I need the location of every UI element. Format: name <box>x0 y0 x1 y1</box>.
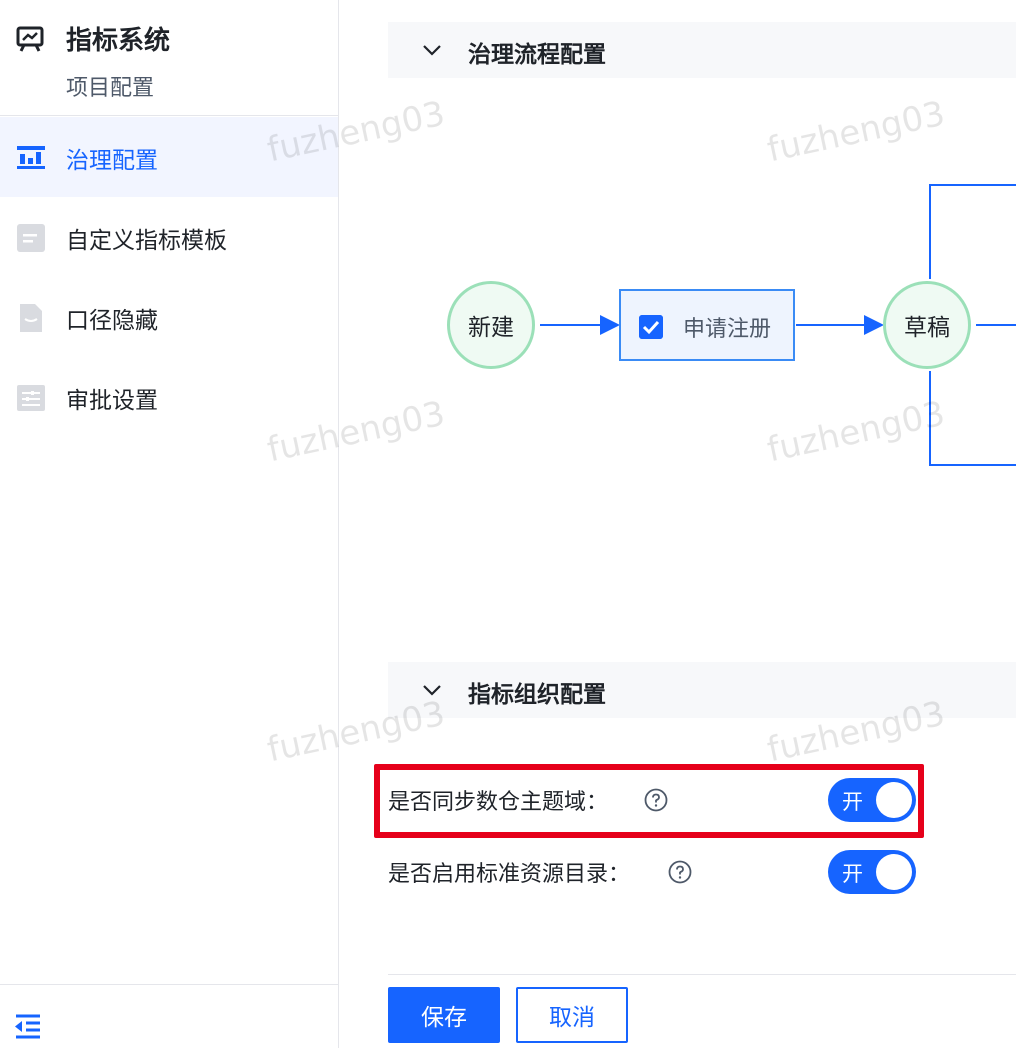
save-button[interactable]: 保存 <box>388 987 500 1043</box>
checkbox-checked-icon[interactable] <box>639 315 663 339</box>
sliders-icon <box>17 385 45 411</box>
setting-sync-theme-domain: 是否同步数仓主题域： 开 <box>388 774 928 826</box>
footer-divider <box>388 974 1016 975</box>
section-org-header[interactable]: 指标组织配置 <box>388 662 1016 718</box>
sidebar-footer-divider <box>0 984 338 985</box>
metrics-logo-icon <box>16 26 44 52</box>
sidebar-item-label: 口径隐藏 <box>66 308 158 334</box>
template-doc-icon <box>17 224 45 252</box>
sidebar-item-governance[interactable]: 治理配置 <box>0 117 338 197</box>
toggle-text: 开 <box>842 862 863 886</box>
flow-node-new[interactable]: 新建 <box>447 281 535 369</box>
sidebar-header: 指标系统 项目配置 <box>0 0 338 116</box>
highlight-annotation-box <box>374 764 924 838</box>
sidebar: 指标系统 项目配置 治理配置 自定义指标模板 口径隐藏 <box>0 0 339 1048</box>
hidden-file-icon <box>20 304 42 332</box>
sidebar-item-label: 治理配置 <box>66 148 158 174</box>
sidebar-item-caliber-hide[interactable]: 口径隐藏 <box>0 277 338 357</box>
setting-label: 是否启用标准资源目录： <box>388 862 631 887</box>
sidebar-item-label: 审批设置 <box>66 388 158 414</box>
app-title: 指标系统 <box>66 26 171 56</box>
section-title: 治理流程配置 <box>468 42 606 68</box>
app-subtitle: 项目配置 <box>66 76 155 101</box>
flow-node-register[interactable]: 申请注册 <box>619 289 795 361</box>
toggle-knob <box>876 854 912 890</box>
cancel-button[interactable]: 取消 <box>516 987 628 1043</box>
flow-node-register-label: 申请注册 <box>683 317 772 342</box>
governance-chart-icon <box>17 146 45 169</box>
section-flow-header[interactable]: 治理流程配置 <box>388 22 1016 78</box>
governance-flow-diagram: 新建 申请注册 草稿 <box>388 78 1016 658</box>
toggle-knob <box>876 782 912 818</box>
collapse-menu-icon[interactable] <box>12 1010 44 1042</box>
chevron-down-icon[interactable] <box>422 680 442 700</box>
sidebar-item-label: 自定义指标模板 <box>66 228 227 254</box>
setting-label: 是否同步数仓主题域： <box>388 790 609 815</box>
setting-standard-resource-catalog: 是否启用标准资源目录： 开 <box>388 846 928 898</box>
sidebar-item-custom-template[interactable]: 自定义指标模板 <box>0 197 338 277</box>
sidebar-item-approval[interactable]: 审批设置 <box>0 357 338 437</box>
help-circle-icon[interactable] <box>644 788 668 812</box>
toggle-text: 开 <box>842 790 863 814</box>
flow-node-draft[interactable]: 草稿 <box>883 281 971 369</box>
help-circle-icon[interactable] <box>668 860 692 884</box>
flow-connectors <box>540 184 1016 466</box>
chevron-down-icon[interactable] <box>422 40 442 60</box>
standard-resource-catalog-toggle[interactable]: 开 <box>828 850 916 894</box>
section-title: 指标组织配置 <box>468 682 606 708</box>
sync-theme-domain-toggle[interactable]: 开 <box>828 778 916 822</box>
